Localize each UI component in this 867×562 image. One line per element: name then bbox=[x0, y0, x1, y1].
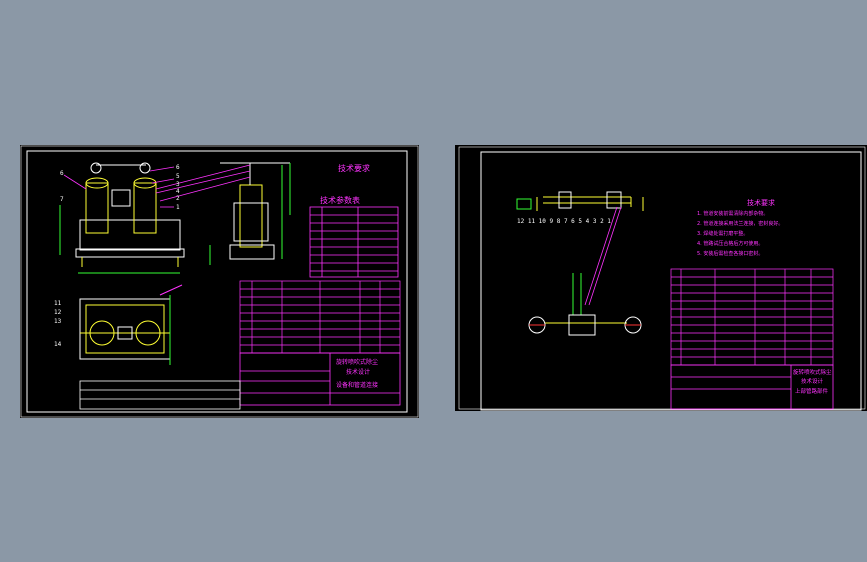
title-block-right bbox=[670, 364, 834, 410]
callout-top-3: 4 bbox=[176, 188, 180, 195]
left-title-line1: 旋转喷吹式除尘 bbox=[336, 358, 378, 366]
right-title-line3: 上部管路部件 bbox=[795, 387, 829, 395]
tech-notes-right: 1. 管道安装前需清除内部杂物。 2. 管道连接采用法兰连接，密封良好。 3. … bbox=[697, 210, 783, 257]
plan-view-assembly bbox=[79, 284, 183, 365]
tech-note-4: 4. 管路试压合格后方可使用。 bbox=[697, 240, 763, 247]
tech-note-5: 5. 安装后需检查各接口密封。 bbox=[697, 250, 763, 257]
tech-note-1: 1. 管道安装前需清除内部杂物。 bbox=[697, 210, 768, 217]
left-sheet-canvas: 6 7 6 5 3 4 2 1 11 12 13 14 技术要求 bbox=[20, 145, 419, 418]
title-block-left bbox=[79, 352, 401, 410]
left-title-line2: 技术设计 bbox=[346, 368, 370, 376]
left-tech-title: 技术要求 bbox=[338, 163, 370, 173]
tech-note-3: 3. 焊缝处需打磨平整。 bbox=[697, 230, 748, 237]
side-view-assembly bbox=[209, 162, 291, 265]
drawing-sheet-right[interactable]: 12 11 10 9 8 7 6 5 4 3 2 1 技术要求 1. 管道安装前… bbox=[455, 145, 867, 411]
callout-top-0: 6 bbox=[176, 164, 180, 171]
callout-6-left: 6 bbox=[60, 170, 64, 177]
top-pipe-assembly bbox=[516, 191, 644, 211]
right-frame bbox=[480, 151, 862, 411]
callout-leaders-top bbox=[63, 164, 251, 208]
callout-labels-bottom: 11 12 13 14 bbox=[54, 300, 62, 348]
parts-list-table-right bbox=[670, 268, 834, 366]
drawing-sheet-left[interactable]: 6 7 6 5 3 4 2 1 11 12 13 14 技术要求 bbox=[20, 145, 419, 418]
right-sheet-canvas: 12 11 10 9 8 7 6 5 4 3 2 1 技术要求 1. 管道安装前… bbox=[458, 146, 866, 411]
callout-11: 11 bbox=[54, 300, 62, 307]
left-outer-frame bbox=[20, 145, 419, 418]
right-leaders bbox=[584, 206, 622, 306]
right-title-line2: 技术设计 bbox=[801, 377, 824, 385]
callout-13: 13 bbox=[54, 318, 62, 325]
callout-12: 12 bbox=[54, 309, 62, 316]
callout-14: 14 bbox=[54, 341, 62, 348]
left-frame bbox=[26, 150, 408, 413]
parts-list-table bbox=[239, 280, 401, 354]
right-title-line1: 旋转喷吹式除尘 bbox=[793, 368, 832, 376]
callout-top-1: 5 bbox=[176, 173, 180, 180]
callout-labels-top: 6 5 3 4 2 1 bbox=[176, 164, 180, 211]
params-table bbox=[309, 206, 399, 278]
right-tech-title: 技术要求 bbox=[747, 198, 775, 207]
right-outer-frame bbox=[458, 146, 866, 410]
callout-top-2: 3 bbox=[176, 181, 180, 188]
left-title-line3: 设备和管道连接 bbox=[336, 381, 378, 389]
lower-pipe-assembly bbox=[528, 273, 642, 336]
tech-note-2: 2. 管道连接采用法兰连接，密封良好。 bbox=[697, 220, 783, 227]
callout-top-5: 1 bbox=[176, 204, 180, 211]
callout-top-4: 2 bbox=[176, 195, 180, 202]
callout-row-right: 12 11 10 9 8 7 6 5 4 3 2 1 bbox=[517, 218, 611, 225]
callout-7-left: 7 bbox=[60, 196, 64, 203]
params-title: 技术参数表 bbox=[320, 195, 360, 205]
front-view-assembly bbox=[59, 162, 185, 274]
